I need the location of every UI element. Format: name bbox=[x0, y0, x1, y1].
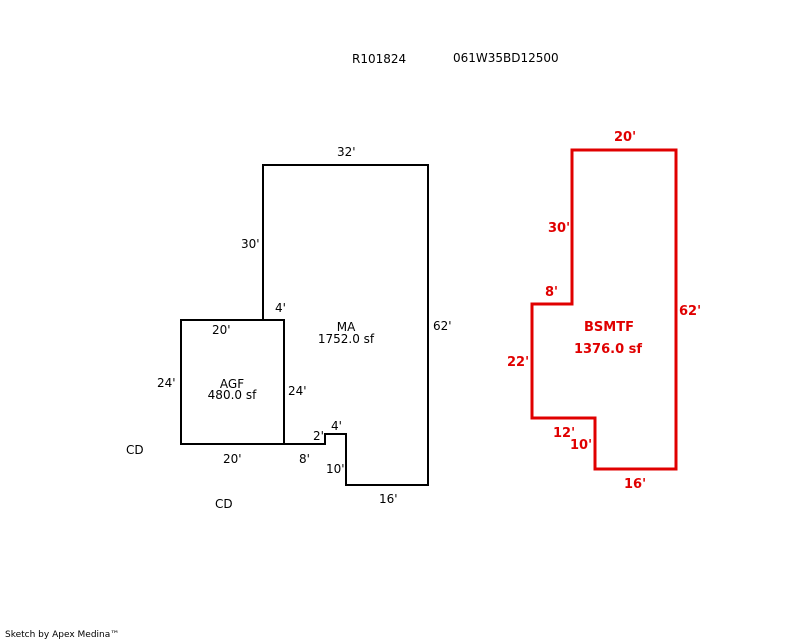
bsmtf-dim-step: 8' bbox=[545, 285, 558, 300]
ma-dim-notch-down: 10' bbox=[326, 462, 345, 476]
ma-dim-right: 62' bbox=[433, 319, 452, 333]
bsmtf-area: 1376.0 sf bbox=[574, 342, 642, 357]
agf-dim-left: 24' bbox=[157, 376, 176, 390]
footer-credit: Sketch by Apex Medina™ bbox=[5, 630, 119, 640]
cd-label-1: CD bbox=[126, 443, 144, 457]
ma-dim-left-step: 4' bbox=[275, 301, 286, 315]
ma-name: MA bbox=[337, 320, 356, 334]
ma-dim-notch-up: 2' bbox=[313, 429, 324, 443]
map-taxlot: 061W35BD12500 bbox=[453, 51, 559, 65]
agf-dim-top: 20' bbox=[212, 323, 231, 337]
bsmtf-dim-top: 20' bbox=[614, 130, 636, 145]
agf-outline bbox=[180, 319, 285, 445]
agf-dim-bottom: 20' bbox=[223, 452, 242, 466]
bsmtf-dim-bottom: 16' bbox=[624, 477, 646, 492]
cd-label-2: CD bbox=[215, 497, 233, 511]
ma-dim-agf-side: 24' bbox=[288, 384, 307, 398]
account-number: R101824 bbox=[352, 52, 406, 66]
agf-name: AGF bbox=[220, 377, 244, 391]
ma-dim-bottom-step: 8' bbox=[299, 452, 310, 466]
ma-area: 1752.0 sf bbox=[318, 332, 375, 346]
agf-area: 480.0 sf bbox=[208, 388, 257, 402]
bsmtf-dim-right: 62' bbox=[679, 304, 701, 319]
bsmtf-dim-notch: 10' bbox=[570, 438, 592, 453]
ma-dim-top: 32' bbox=[337, 145, 356, 159]
ma-dim-notch-top: 4' bbox=[331, 419, 342, 433]
ma-dim-left-upper: 30' bbox=[241, 237, 260, 251]
ma-dim-bottom: 16' bbox=[379, 492, 398, 506]
bsmtf-outline bbox=[530, 148, 678, 471]
bsmtf-dim-left-lower: 22' bbox=[507, 355, 529, 370]
bsmtf-dim-left-upper: 30' bbox=[548, 221, 570, 236]
bsmtf-name: BSMTF bbox=[584, 320, 634, 335]
bsmtf-dim-bottom-step: 12' bbox=[553, 426, 575, 441]
